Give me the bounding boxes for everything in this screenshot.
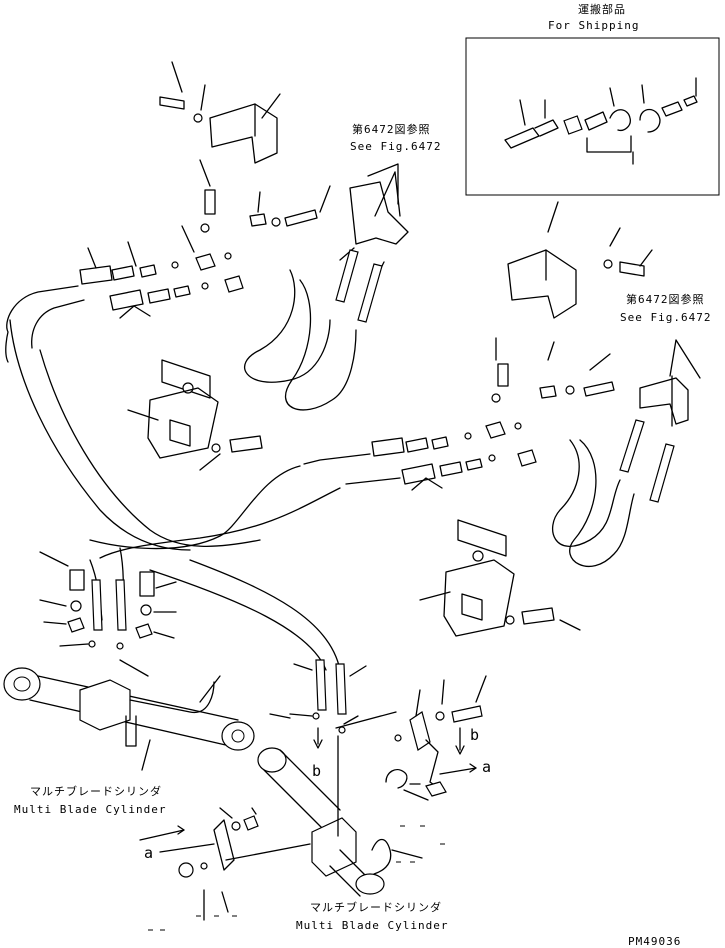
upper-fittings (79, 159, 331, 319)
shipping-label-en: For Shipping (548, 19, 640, 32)
cylinder-hoses (89, 547, 341, 671)
marker-b-right: b (470, 726, 480, 744)
cylinder-right-en: Multi Blade Cylinder (296, 919, 449, 932)
mid-hoses (89, 339, 701, 567)
marker-a-left: a (144, 844, 154, 862)
shipping-label-jp: 運搬部品 (578, 3, 626, 16)
right-upper-bracket (507, 201, 653, 319)
upper-bracket (159, 61, 281, 164)
shipping-parts (504, 77, 698, 165)
dash-marks (148, 825, 445, 931)
lower-mid-brackets (419, 519, 581, 637)
ref-right-jp: 第6472図参照 (626, 293, 705, 306)
cylinder-right-jp: マルチブレードシリンダ (310, 901, 442, 914)
marker-b-center: b (312, 762, 322, 780)
marker-a-right: a (482, 758, 492, 776)
ref-right-en: See Fig.6472 (620, 311, 712, 324)
right-pipe-bracket (385, 675, 487, 801)
left-cylinder-fittings (39, 551, 177, 677)
upper-hoses (5, 163, 409, 551)
mid-fittings (371, 337, 615, 491)
ref-left-en: See Fig.6472 (350, 140, 442, 153)
shipping-box-frame (465, 37, 720, 196)
cylinder-left-jp: マルチブレードシリンダ (30, 785, 162, 798)
ref-left-jp: 第6472図参照 (352, 123, 431, 136)
left-cylinder (3, 667, 255, 771)
arrows (139, 711, 477, 853)
part-code: PM49036 (628, 935, 682, 948)
right-cylinder (257, 659, 385, 897)
mid-brackets (127, 359, 263, 471)
cylinder-left-en: Multi Blade Cylinder (14, 803, 167, 816)
clip-bracket (178, 807, 423, 921)
